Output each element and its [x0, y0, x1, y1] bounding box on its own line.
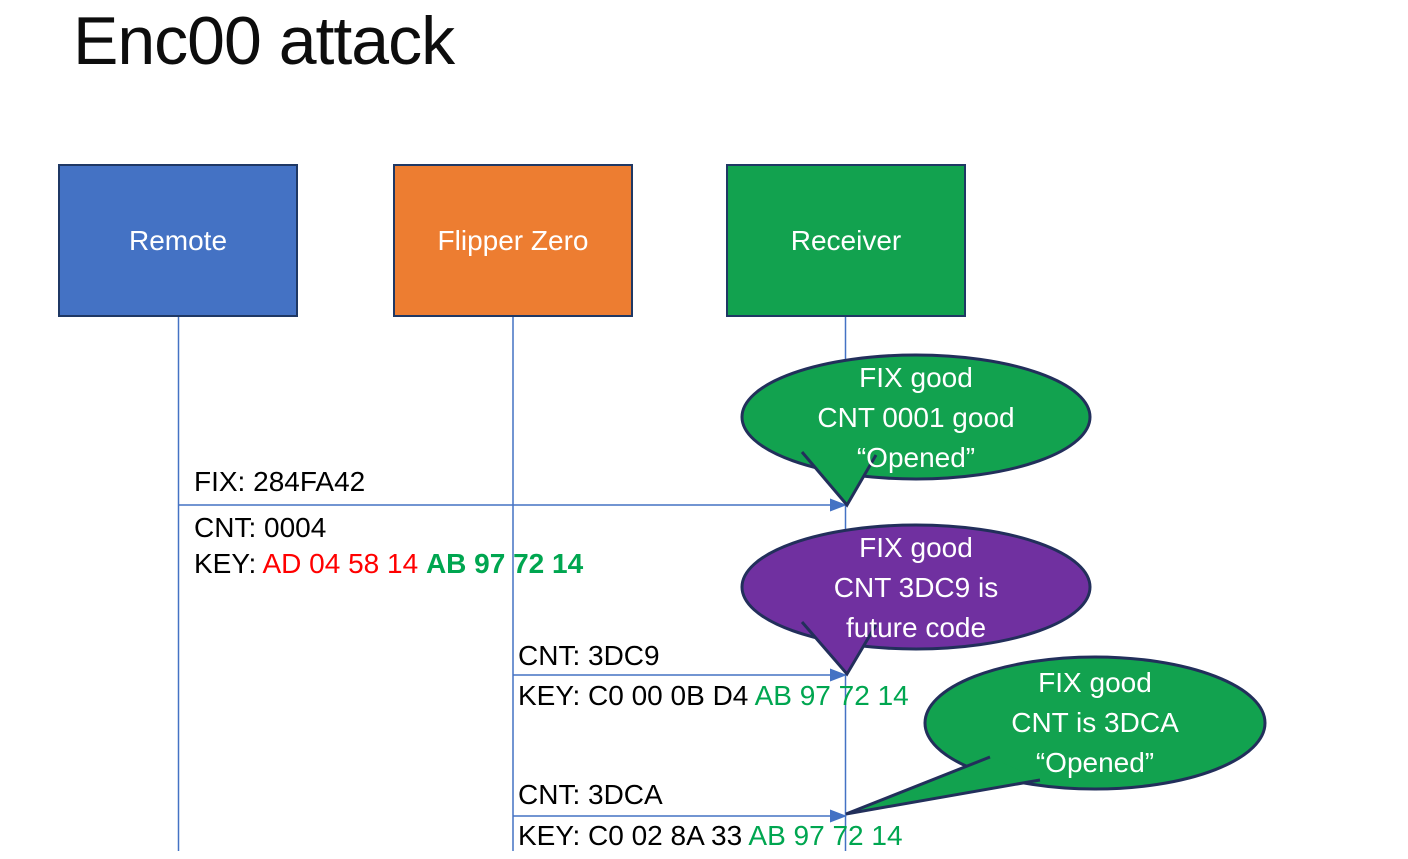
- callout-tail-3: [845, 755, 1041, 816]
- page-title: Enc00 attack: [73, 3, 455, 79]
- callout-tail-1: [800, 451, 878, 508]
- callout2-text: FIX good CNT 3DC9 is future code: [742, 528, 1090, 648]
- msg1-cnt-label: CNT: 0004: [194, 512, 327, 543]
- actor-label-receiver: Receiver: [790, 224, 902, 256]
- callout-bubble-3: [923, 655, 1267, 791]
- msg1-fix-label: FIX: 284FA42: [194, 466, 366, 497]
- msg1-key-red-hex: AD 04 58 14: [262, 548, 426, 579]
- actor-box-remote: Remote: [58, 164, 298, 317]
- callout1-line1: FIX good: [859, 362, 973, 393]
- actor-box-receiver: Receiver: [726, 164, 966, 317]
- callout3-line1: FIX good: [1038, 667, 1152, 698]
- actor-box-flipper-zero: Flipper Zero: [393, 164, 633, 317]
- msg2-key-green-hex: AB 97 72 14: [754, 680, 909, 711]
- callout1-text: FIX good CNT 0001 good “Opened”: [742, 358, 1090, 478]
- actor-label-flipper-zero: Flipper Zero: [437, 224, 589, 256]
- arrowhead-icon: [830, 809, 847, 823]
- arrowhead-icon: [830, 668, 847, 682]
- msg2-cnt-label: CNT: 3DC9: [518, 640, 660, 671]
- msg2-key-label: KEY: C0 00 0B D4 AB 97 72 14: [518, 681, 909, 711]
- msg3-key-label: KEY: C0 02 8A 33 AB 97 72 14: [518, 821, 903, 851]
- msg3-key-prefix: KEY: C0 02 8A 33: [518, 820, 749, 851]
- callout-tail-2: [800, 621, 878, 677]
- msg3-key-green-hex: AB 97 72 14: [748, 820, 903, 851]
- callout2-line3: future code: [845, 612, 987, 643]
- callout3-line2: CNT is 3DCA: [1011, 707, 1179, 738]
- callout2-line2: CNT 3DC9 is: [833, 572, 999, 603]
- msg3-cnt-label: CNT: 3DCA: [518, 779, 663, 810]
- callout3-line3: “Opened”: [1035, 747, 1155, 778]
- callout2-line1: FIX good: [859, 532, 973, 563]
- msg1-key-green-hex: AB 97 72 14: [425, 548, 584, 579]
- actor-label-remote: Remote: [128, 224, 228, 256]
- msg1-key-label: KEY: AD 04 58 14 AB 97 72 14: [194, 549, 583, 579]
- callout1-line3: “Opened”: [856, 442, 976, 473]
- callout-bubble-1: [740, 353, 1092, 481]
- msg1-key-prefix: KEY:: [194, 548, 263, 579]
- msg2-key-prefix: KEY: C0 00 0B D4: [518, 680, 755, 711]
- callout-bubble-2: [740, 523, 1092, 651]
- callout3-text: FIX good CNT is 3DCA “Opened”: [925, 663, 1265, 783]
- callout1-line2: CNT 0001 good: [817, 402, 1015, 433]
- arrowhead-icon: [830, 498, 847, 512]
